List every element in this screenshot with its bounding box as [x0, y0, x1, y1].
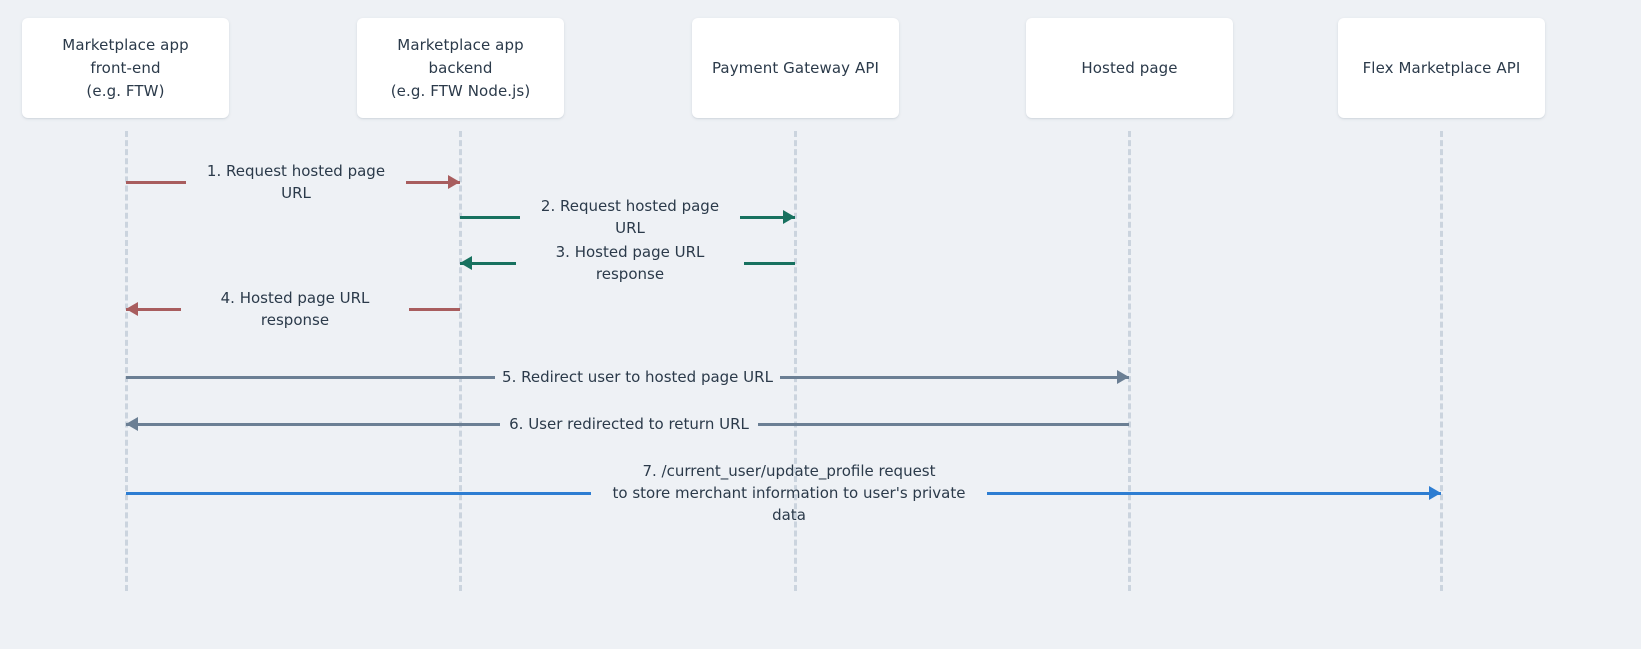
message-line-right-6	[758, 422, 1129, 426]
message-line-right-5	[780, 375, 1129, 379]
message-line-left-1	[126, 180, 186, 184]
participant-box-backend[interactable]: Marketplace app backend (e.g. FTW Node.j…	[357, 18, 564, 118]
message-4[interactable]: 4. Hosted page URL response	[126, 289, 460, 329]
arrowhead-1	[448, 175, 460, 189]
participant-box-flex[interactable]: Flex Marketplace API	[1338, 18, 1545, 118]
message-line-right-4	[409, 307, 460, 311]
participant-box-gateway[interactable]: Payment Gateway API	[692, 18, 899, 118]
message-label-4: 4. Hosted page URL response	[220, 289, 370, 329]
message-3[interactable]: 3. Hosted page URL response	[460, 243, 795, 283]
message-label-5: 5. Redirect user to hosted page URL	[502, 368, 773, 386]
participant-label-frontend: Marketplace app front-end (e.g. FTW)	[62, 35, 189, 100]
message-line-right-1	[406, 180, 460, 184]
message-1[interactable]: 1. Request hosted page URL	[126, 162, 460, 202]
message-line-right-2	[740, 215, 795, 219]
message-line-right-7	[987, 491, 1441, 495]
message-label-1: 1. Request hosted page URL	[206, 162, 386, 202]
arrowhead-4	[126, 302, 138, 316]
message-line-left-7	[126, 491, 591, 495]
lifeline-gateway	[794, 131, 797, 591]
lifeline-frontend	[125, 131, 128, 591]
message-6[interactable]: 6. User redirected to return URL	[126, 407, 1129, 441]
message-line-right-3	[744, 261, 795, 265]
arrowhead-3	[460, 256, 472, 270]
message-label-7: 7. /current_user/update_profile request …	[612, 462, 966, 524]
participant-label-gateway: Payment Gateway API	[711, 58, 880, 77]
arrowhead-7	[1429, 486, 1441, 500]
participant-label-hosted: Hosted page	[1081, 58, 1178, 77]
lifeline-hosted	[1128, 131, 1131, 591]
message-line-left-2	[460, 215, 520, 219]
arrowhead-2	[783, 210, 795, 224]
message-label-2: 2. Request hosted page URL	[540, 197, 720, 237]
message-5[interactable]: 5. Redirect user to hosted page URL	[126, 360, 1129, 394]
message-line-left-3	[460, 261, 516, 265]
arrowhead-5	[1117, 370, 1129, 384]
message-line-left-6	[126, 422, 500, 426]
lifeline-backend	[459, 131, 462, 591]
participant-box-frontend[interactable]: Marketplace app front-end (e.g. FTW)	[22, 18, 229, 118]
message-line-left-4	[126, 307, 181, 311]
message-line-left-5	[126, 375, 495, 379]
participant-box-hosted[interactable]: Hosted page	[1026, 18, 1233, 118]
arrowhead-6	[126, 417, 138, 431]
participant-label-backend: Marketplace app backend (e.g. FTW Node.j…	[390, 35, 531, 100]
message-label-6: 6. User redirected to return URL	[509, 415, 749, 433]
participant-label-flex: Flex Marketplace API	[1362, 58, 1521, 77]
message-2[interactable]: 2. Request hosted page URL	[460, 197, 795, 237]
message-7[interactable]: 7. /current_user/update_profile request …	[126, 462, 1441, 524]
message-label-3: 3. Hosted page URL response	[555, 243, 705, 283]
lifeline-flex	[1440, 131, 1443, 591]
